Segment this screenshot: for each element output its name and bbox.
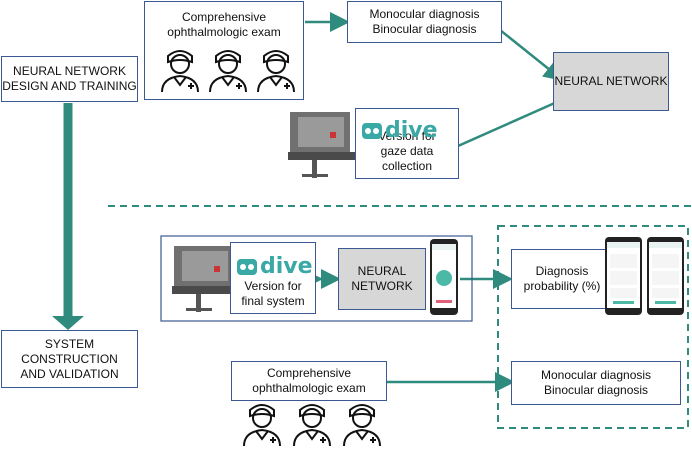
- diagnosis-box-bottom: Monocular diagnosis Binocular diagnosis: [511, 361, 681, 405]
- dive-device-bottom: [172, 244, 244, 319]
- doctor-icon: [243, 404, 381, 447]
- stage-label-validation: SYSTEM CONSTRUCTION AND VALIDATION: [1, 330, 138, 388]
- arrow-diagnosis-to-nn: [499, 29, 564, 82]
- dive-logo-bottom: dive: [237, 254, 313, 279]
- dive-logo-top: dive: [362, 118, 438, 143]
- doctor-group-bottom: [240, 400, 390, 453]
- line-dive-to-nn: [457, 96, 567, 148]
- dive-version-box-top: Version for gaze data collection: [355, 108, 459, 179]
- doctor-group-top: [158, 46, 298, 99]
- dive-device-top: [288, 110, 360, 185]
- dive-logo-icon: [237, 258, 257, 275]
- stage-label-design: NEURAL NETWORK DESIGN AND TRAINING: [1, 56, 138, 102]
- doctor-icon: [161, 50, 295, 93]
- smartphone-icon: [430, 239, 458, 315]
- dive-device-icon: [172, 246, 242, 312]
- dive-version-box-bottom: Version for final system: [230, 242, 316, 314]
- diagnosis-box-top: Monocular diagnosis Binocular diagnosis: [347, 1, 502, 43]
- main-flow-arrowhead: [52, 316, 84, 330]
- output-group-frame: [497, 225, 689, 429]
- dive-logo-icon: [362, 122, 382, 139]
- exam-box-bottom: Comprehensive ophthalmologic exam: [231, 361, 387, 401]
- phone-bottom-nn: [429, 238, 459, 321]
- neural-network-box-bottom: NEURAL NETWORK: [338, 248, 426, 310]
- neural-network-box-top: NEURAL NETWORK: [553, 52, 669, 111]
- smartphone-icon: [605, 237, 684, 315]
- final-system-frame: [160, 235, 473, 322]
- phones-results: [604, 236, 686, 321]
- dive-device-icon: [288, 112, 358, 178]
- probability-box: Diagnosis probability (%): [511, 249, 613, 309]
